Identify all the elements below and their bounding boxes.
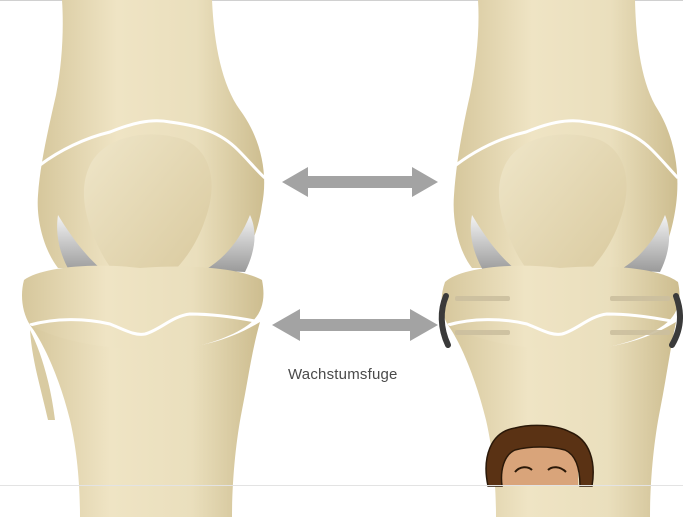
right-tibia-shaft (448, 322, 676, 517)
bottom-border (0, 485, 683, 486)
implant-pin (610, 330, 670, 335)
implant-pin (610, 296, 670, 301)
growth-plate-caption: Wachstumsfuge (288, 366, 398, 383)
implant-pin (455, 330, 510, 335)
right-knee (442, 0, 681, 517)
implant-pin (455, 296, 510, 301)
double-arrow-icon (272, 309, 438, 341)
left-tibia-shaft (30, 322, 260, 517)
left-knee (22, 0, 265, 517)
double-arrow-icon (282, 167, 438, 197)
